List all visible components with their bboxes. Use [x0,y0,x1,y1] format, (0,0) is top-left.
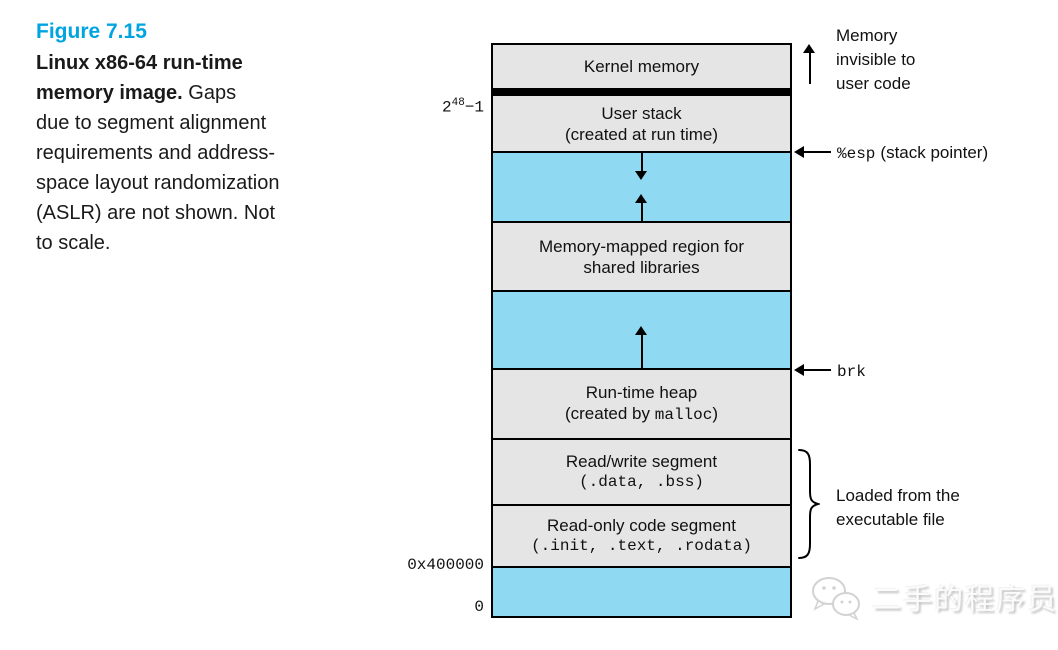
memory-diagram: Kernel memory User stack (created at run… [491,43,792,618]
segment-sublabel: (created by malloc) [564,404,719,424]
stack-growth-down-arrow-icon [634,153,649,180]
segment-label: Kernel memory [583,57,700,76]
watermark-text: 二手的程序员 [872,584,1058,616]
segment-sublabel: (.init, .text, .rodata) [531,537,752,555]
wechat-logo-icon [812,577,860,621]
address-label-max: 248−1 [441,97,484,117]
loaded-from-executable-note: Loaded from the executable file [836,486,960,529]
esp-left-arrow-icon [794,146,831,158]
segment-sublabel: (.data, .bss) [579,473,704,491]
caption-line: requirements and address- [36,142,276,164]
caption-line: space layout randomization [36,172,280,194]
loaded-brace-icon [798,449,820,559]
segment-label: Memory-mapped region for [538,236,745,256]
heap-growth-up-arrow-icon [634,326,649,368]
segment-read-only: Read-only code segment (.init, .text, .r… [493,506,790,568]
segment-label: User stack [601,103,682,123]
segment-heap-growth-gap [493,292,790,370]
figure-caption: Figure 7.15 Linux x86-64 run-time memory… [36,20,346,258]
segment-label: Run-time heap [585,383,698,402]
segment-sublabel: (created at run time) [564,124,719,144]
caption-line: to scale. [36,232,111,254]
segment-memory-mapped-region: Memory-mapped region for shared librarie… [493,223,790,292]
figure-number: Figure 7.15 [36,20,147,43]
segment-sublabel: shared libraries [583,257,700,277]
segment-label: Read/write segment [565,452,718,471]
segment-stack-growth-gap [493,153,790,223]
malloc-code: malloc [654,406,713,424]
address-label-code-start: 0x400000 [407,556,484,574]
segment-kernel-memory: Kernel memory [493,45,790,96]
caption-line: Linux x86-64 run-time [36,52,243,74]
memory-invisible-note: Memory invisible to user code [836,26,916,93]
caption-line: due to segment alignment [36,112,267,134]
esp-pointer-label: %esp(stack pointer) [837,143,989,163]
watermark: 二手的程序员 [808,572,1058,622]
segment-user-stack: User stack (created at run time) [493,96,790,153]
brk-pointer-label: brk [837,363,866,381]
segment-runtime-heap: Run-time heap (created by malloc) [493,370,790,440]
segment-bottom-unused [493,568,790,616]
segment-label: Read-only code segment [546,516,736,535]
mmap-growth-up-arrow-icon [634,194,649,221]
segment-read-write: Read/write segment (.data, .bss) [493,440,790,506]
brk-left-arrow-icon [794,364,831,376]
address-label-zero: 0 [474,598,484,616]
kernel-invisible-up-arrow-icon [803,44,817,84]
caption-line: (ASLR) are not shown. Not [36,202,275,224]
caption-line: memory image. Gaps [36,82,237,104]
